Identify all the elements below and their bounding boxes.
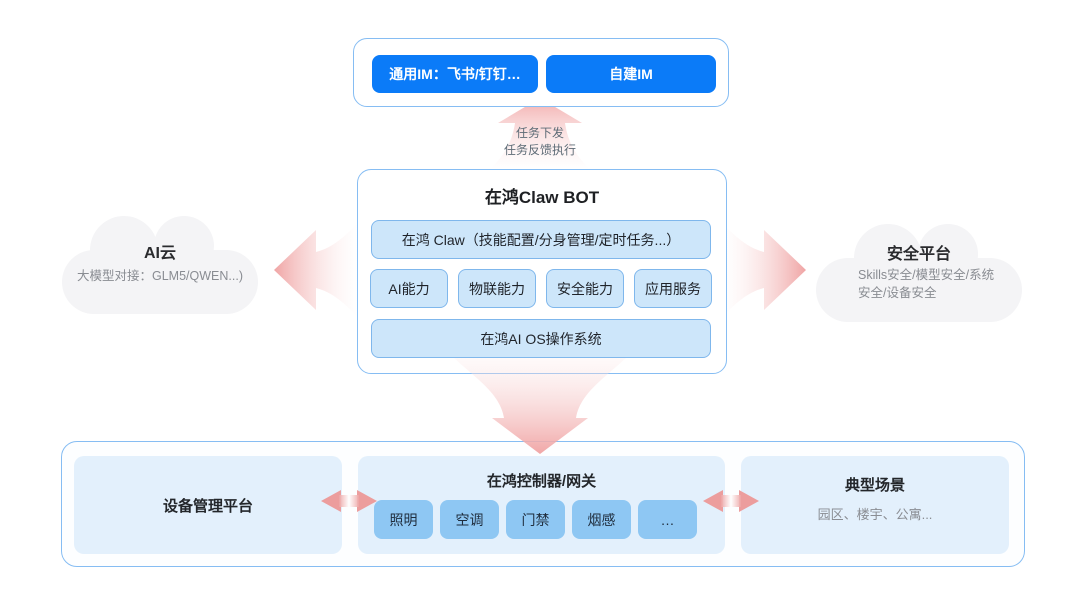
task-up-arrow-icon <box>490 98 590 169</box>
left-arrow-icon <box>274 222 358 318</box>
claw-config-bar: 在鸿 Claw（技能配置/分身管理/定时任务...） <box>371 220 711 259</box>
device-button-row: 照明 空调 门禁 烟感 … <box>374 500 697 539</box>
device-access-button: 门禁 <box>506 500 565 539</box>
task-label-line2: 任务反馈执行 <box>503 143 576 157</box>
ai-cloud-shape-icon <box>62 216 258 314</box>
right-arrow-icon <box>722 222 806 318</box>
ai-cloud-subtitle: 大模型对接：GLM5/QWEN...) <box>77 269 243 283</box>
double-arrow-right-icon <box>703 490 759 512</box>
capability-row: AI能力 物联能力 安全能力 应用服务 <box>370 269 712 308</box>
generic-im-button: 通用IM：飞书/钉钉… <box>372 55 538 93</box>
security-cloud-subtitle-line1: Skills安全/模型安全/系统 <box>858 268 995 282</box>
device-management-panel: 设备管理平台 <box>74 456 342 554</box>
task-label-line1: 任务下发 <box>515 126 564 140</box>
security-cloud-shape-icon <box>816 224 1022 322</box>
typical-scenes-subtitle: 园区、楼宇、公寓... <box>817 507 933 522</box>
down-arrow-icon <box>454 358 626 454</box>
controller-gateway-panel: 在鸿控制器/网关 照明 空调 门禁 烟感 … <box>358 456 725 554</box>
device-aircon-button: 空调 <box>440 500 499 539</box>
device-management-title: 设备管理平台 <box>162 497 253 515</box>
ai-os-bar: 在鸿AI OS操作系统 <box>371 319 711 358</box>
security-cloud-subtitle-line2: 安全/设备安全 <box>858 286 937 300</box>
claw-bot-title: 在鸿Claw BOT <box>484 188 600 207</box>
typical-scenes-title: 典型场景 <box>844 477 905 494</box>
security-cloud-title: 安全平台 <box>886 246 951 263</box>
capability-app-service: 应用服务 <box>634 269 712 308</box>
bottom-layer-container: 设备管理平台 在鸿控制器/网关 照明 空调 门禁 烟感 … 典型场景 园区、楼宇… <box>61 441 1025 567</box>
capability-security: 安全能力 <box>546 269 624 308</box>
device-lighting-button: 照明 <box>374 500 433 539</box>
controller-gateway-title: 在鸿控制器/网关 <box>486 473 597 490</box>
capability-iot: 物联能力 <box>458 269 536 308</box>
double-arrow-left-icon <box>321 490 377 512</box>
typical-scenes-panel: 典型场景 园区、楼宇、公寓... <box>741 456 1009 554</box>
self-built-im-button: 自建IM <box>546 55 716 93</box>
device-more-button: … <box>638 500 697 539</box>
ai-cloud-title: AI云 <box>143 245 176 262</box>
capability-ai: AI能力 <box>370 269 448 308</box>
im-layer-container: 通用IM：飞书/钉钉… 自建IM <box>353 38 729 107</box>
claw-bot-container: 在鸿Claw BOT 在鸿 Claw（技能配置/分身管理/定时任务...） AI… <box>357 169 727 374</box>
device-smoke-button: 烟感 <box>572 500 631 539</box>
